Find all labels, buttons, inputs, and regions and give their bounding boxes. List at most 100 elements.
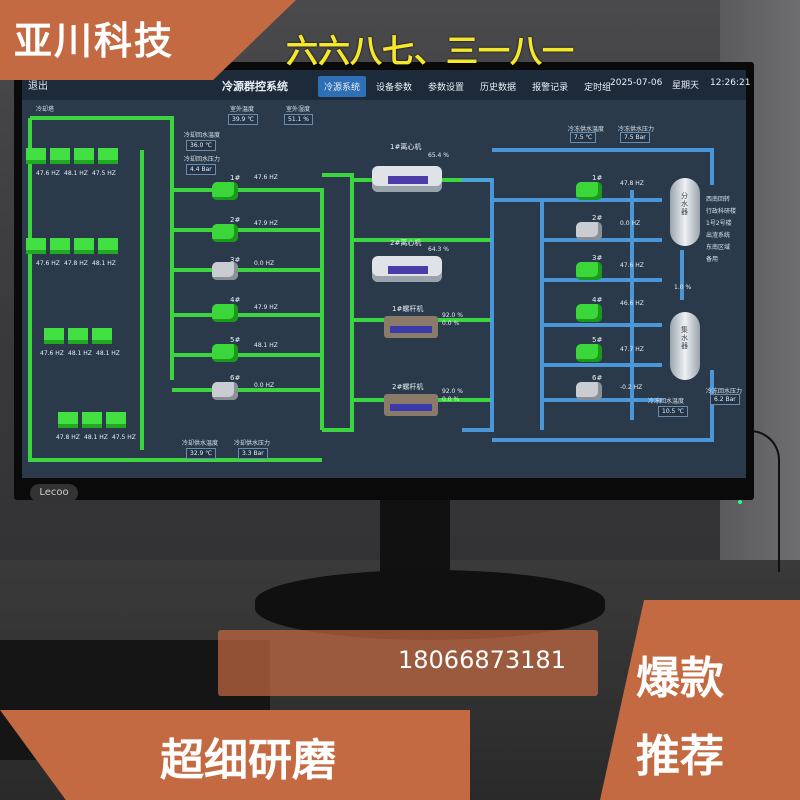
monitor-base	[255, 570, 605, 640]
chiller-2-load: 64.3 %	[428, 246, 449, 253]
screw-chiller-1[interactable]	[384, 316, 438, 338]
cooling-tower-fan[interactable]	[82, 412, 102, 428]
cooling-tower-fan[interactable]	[74, 148, 94, 164]
branch-item: 出渣系统	[706, 232, 731, 239]
cooling-tower-fan[interactable]	[106, 412, 126, 428]
cooling-tower-fan[interactable]	[68, 328, 88, 344]
chilled-pump-5-label: 5#	[592, 336, 603, 344]
cooling-tower-fan[interactable]	[92, 328, 112, 344]
chilled-pump-6[interactable]	[576, 382, 602, 400]
cooling-tower-fan[interactable]	[50, 148, 70, 164]
cooling-pump-1[interactable]	[212, 182, 238, 200]
cooling-pump-2[interactable]	[212, 224, 238, 242]
tab-equipment-params[interactable]: 设备参数	[376, 83, 413, 93]
cooling-tower-fan[interactable]	[98, 148, 118, 164]
chiller-1-label: 1#离心机	[390, 143, 422, 151]
slogan-text: 六六八七、三一八一	[286, 32, 575, 70]
outdoor-temp-label: 室外温度	[230, 106, 255, 113]
cooling-pump-1-frequency: 47.6 HZ	[254, 174, 278, 181]
return-header-tank[interactable]: 集水器	[670, 312, 700, 380]
chilled-return-temp-label: 冷冻回水温度	[648, 398, 685, 405]
chilled-pump-2-label: 2#	[592, 214, 603, 222]
cooling-tower-fan[interactable]	[58, 412, 78, 428]
chiller-2-label: 2#离心机	[390, 239, 422, 247]
chilled-pump-3-frequency: 47.6 HZ	[620, 262, 644, 269]
cooling-return-pressure-label: 冷却回水压力	[184, 156, 221, 163]
tab-bar: 冷源系统 设备参数 参数设置 历史数据 报警记录 定时组	[318, 76, 617, 97]
cooling-return-pressure-value: 4.4 Bar	[186, 164, 216, 175]
branch-item: 东南区域	[706, 244, 731, 251]
cooling-pump-2-label: 2#	[230, 216, 241, 224]
chilled-return-pressure-label: 冷冻回水压力	[706, 388, 743, 395]
chiller-1-load: 65.4 %	[428, 152, 449, 159]
chilled-pump-1-label: 1#	[592, 174, 603, 182]
chilled-pump-2[interactable]	[576, 222, 602, 240]
supply-header-label: 分水器	[681, 192, 688, 216]
cooling-pump-3-label: 3#	[230, 256, 241, 264]
power-led	[738, 500, 742, 504]
screw-chiller-1-load-a: 92.0 %	[442, 312, 463, 319]
brand-name: 亚川科技	[14, 19, 175, 63]
chilled-pump-1[interactable]	[576, 182, 602, 200]
tower-frequency: 48.1 HZ	[68, 350, 92, 357]
chilled-pump-3-label: 3#	[592, 254, 603, 262]
centrifugal-chiller-2[interactable]	[372, 256, 442, 282]
tower-frequency: 47.6 HZ	[40, 350, 64, 357]
cooling-return-temp-label: 冷却回水温度	[184, 132, 221, 139]
tower-frequency: 48.1 HZ	[96, 350, 120, 357]
cooling-tower-fan[interactable]	[98, 238, 118, 254]
chilled-pump-4-frequency: 46.6 HZ	[620, 300, 644, 307]
cooling-pump-6[interactable]	[212, 382, 238, 400]
supply-header-tank[interactable]: 分水器	[670, 178, 700, 246]
chilled-pump-4[interactable]	[576, 304, 602, 322]
cooling-supply-temp-label: 冷却供水温度	[182, 440, 219, 447]
chilled-pump-5[interactable]	[576, 344, 602, 362]
tower-frequency: 48.1 HZ	[92, 260, 116, 267]
outdoor-humidity-label: 室外湿度	[286, 106, 311, 113]
cooling-supply-temp-value: 32.9 ℃	[186, 448, 217, 459]
pipe-network	[28, 116, 714, 462]
tab-history[interactable]: 历史数据	[480, 83, 517, 93]
tower-frequency: 47.5 HZ	[92, 170, 116, 177]
outdoor-humidity-value: 51.1 %	[284, 114, 313, 125]
chilled-return-pressure-value: 6.2 Bar	[710, 394, 740, 405]
date-display: 2025-07-06	[610, 78, 663, 88]
tab-alarms[interactable]: 报警记录	[532, 83, 569, 93]
centrifugal-chiller-1[interactable]	[372, 166, 442, 192]
exit-button[interactable]: 退出	[28, 81, 48, 92]
cooling-tower-fan[interactable]	[26, 148, 46, 164]
cooling-tower-fan[interactable]	[74, 238, 94, 254]
cooling-pump-3[interactable]	[212, 262, 238, 280]
cooling-pump-5[interactable]	[212, 344, 238, 362]
chilled-pump-3[interactable]	[576, 262, 602, 280]
scada-screen: 退出 冷源群控系统 冷源系统 设备参数 参数设置 历史数据 报警记录 定时组 2…	[22, 70, 750, 478]
product-text: 超细研磨	[160, 735, 336, 786]
screw-chiller-2[interactable]	[384, 394, 438, 416]
tower-frequency: 47.5 HZ	[112, 434, 136, 441]
tab-cold-source[interactable]: 冷源系统	[318, 76, 367, 97]
cooling-pump-4[interactable]	[212, 304, 238, 322]
cooling-return-temp-value: 36.0 ℃	[186, 140, 217, 151]
branch-item: 行政科研楼	[706, 208, 737, 215]
chilled-pump-6-frequency: -0.2 HZ	[620, 384, 643, 391]
chilled-pump-1-frequency: 47.8 HZ	[620, 180, 644, 187]
tab-param-settings[interactable]: 参数设置	[428, 83, 465, 93]
chilled-supply-temp-label: 冷冻供水温度	[568, 126, 605, 133]
branch-item: 1号2号楼	[706, 220, 732, 227]
chilled-pump-2-frequency: 0.0 HZ	[620, 220, 641, 227]
outdoor-temp-value: 39.9 ℃	[228, 114, 259, 125]
chilled-supply-pressure-label: 冷冻供水压力	[618, 126, 655, 133]
monitor-logo: Lecoo	[30, 484, 78, 502]
promo-line-2: 推荐	[636, 731, 724, 782]
tower-frequency: 47.8 HZ	[56, 434, 80, 441]
chilled-pump-6-label: 6#	[592, 374, 603, 382]
cooling-pump-1-label: 1#	[230, 174, 241, 182]
cooling-tower-fan[interactable]	[44, 328, 64, 344]
cooling-tower-fan[interactable]	[26, 238, 46, 254]
cooling-tower-fan[interactable]	[50, 238, 70, 254]
screw-chiller-2-load-b: 0.0 %	[442, 396, 460, 403]
chilled-supply-pressure-value: 7.5 Bar	[620, 132, 650, 143]
cooling-supply-pressure-value: 3.3 Bar	[238, 448, 268, 459]
chilled-return-temp-value: 10.5 ℃	[658, 406, 689, 417]
tab-schedule[interactable]: 定时组	[584, 83, 612, 93]
